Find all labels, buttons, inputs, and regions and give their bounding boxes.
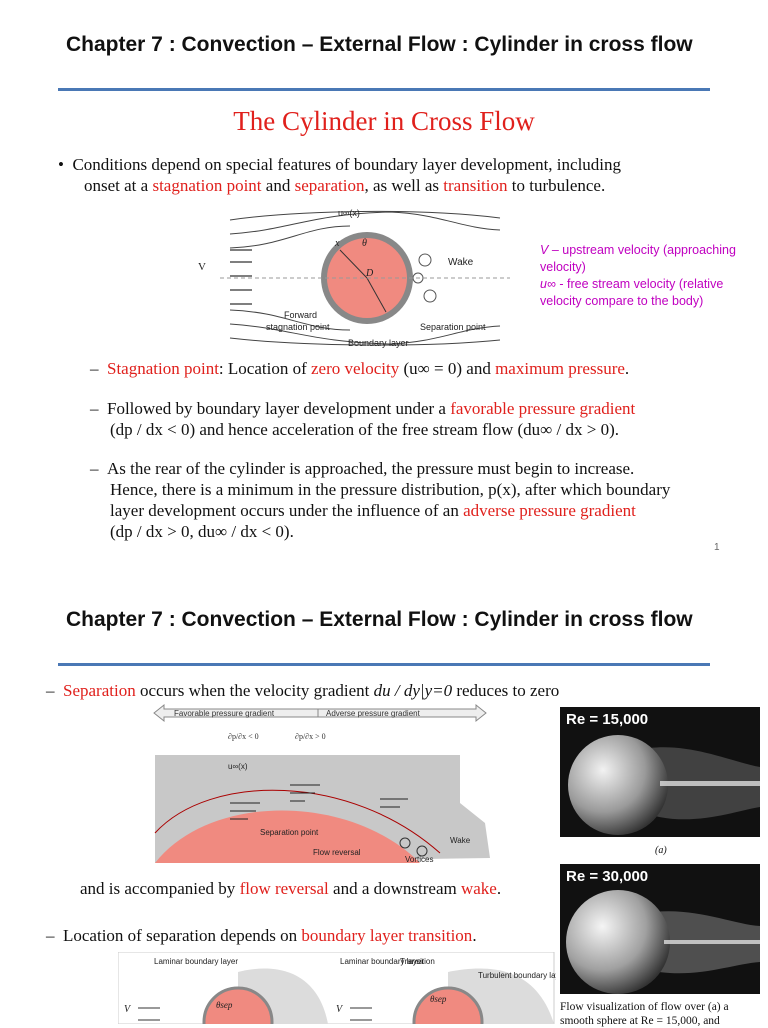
dpdx-pos: ∂p/∂x > 0 <box>295 732 326 741</box>
adverse-label: Adverse pressure gradient <box>326 709 421 718</box>
favorable-label: Favorable pressure gradient <box>174 709 275 718</box>
sphere-1 <box>568 735 668 835</box>
location-line: – Location of separation depends on boun… <box>46 925 546 946</box>
separation-label: Separation point <box>420 322 486 332</box>
intro-bullet: • Conditions depend on special features … <box>58 154 738 196</box>
header-rule-2 <box>58 663 710 666</box>
bullet-adverse: – As the rear of the cylinder is approac… <box>90 458 750 542</box>
forward-label: Forward <box>284 310 317 320</box>
photo-caption-a: (a) <box>655 845 667 856</box>
re-30000-label: Re = 30,000 <box>566 868 648 885</box>
transition-diagrams: Laminar boundary layer Laminar boundary … <box>118 952 556 1024</box>
laminar-label-1: Laminar boundary layer <box>154 957 238 966</box>
u-inf-label-2: u∞(x) <box>228 762 248 771</box>
separation-line: – Separation occurs when the velocity gr… <box>46 680 566 701</box>
separation-diagram: Favorable pressure gradient Adverse pres… <box>150 703 495 865</box>
page-number: 1 <box>714 542 720 553</box>
d-label: D <box>365 268 374 279</box>
flow-reversal-label: Flow reversal <box>313 848 361 857</box>
header-rule <box>58 88 710 91</box>
slide1-title: The Cylinder in Cross Flow <box>0 106 768 137</box>
sphere-2 <box>566 890 670 994</box>
side-note: V – upstream velocity (approaching veloc… <box>540 242 755 310</box>
stagnation-label: stagnation point <box>266 322 330 332</box>
separation-point-label: Separation point <box>260 828 319 837</box>
bullet-favorable: – Followed by boundary layer development… <box>90 398 750 440</box>
theta-label: θ <box>362 238 367 249</box>
theta-sep-1: θsep <box>216 1000 233 1010</box>
flow-photo-re15000: Re = 15,000 <box>560 707 760 837</box>
v-label: V <box>198 261 206 273</box>
slide2-header: Chapter 7 : Convection – External Flow :… <box>66 605 706 634</box>
boundary-layer-label: Boundary layer <box>348 338 409 348</box>
x-label: x <box>334 238 340 249</box>
bullet-dot: • <box>58 155 72 174</box>
bullet-stagnation: – Stagnation point: Location of zero vel… <box>90 358 750 379</box>
turbulent-label: Turbulent boundary layer <box>478 971 556 980</box>
dpdx-neg: ∂p/∂x < 0 <box>228 732 259 741</box>
slide1-header: Chapter 7 : Convection – External Flow :… <box>66 30 706 59</box>
transition-label: Transition <box>400 957 435 966</box>
inflow-arrows <box>230 250 252 304</box>
cylinder-diagram: u∞(x) x θ D V Wake Forward stagnation po… <box>190 200 530 350</box>
wake-label-2: Wake <box>450 836 471 845</box>
wake-label: Wake <box>448 257 474 268</box>
u-inf-label: u∞(x) <box>338 208 360 218</box>
accompanied-line: and is accompanied by flow reversal and … <box>80 878 560 899</box>
vortices-label: Vortices <box>405 855 433 864</box>
re-15000-label: Re = 15,000 <box>566 711 648 728</box>
flow-photo-re30000: Re = 30,000 <box>560 864 760 994</box>
theta-sep-2: θsep <box>430 994 447 1004</box>
